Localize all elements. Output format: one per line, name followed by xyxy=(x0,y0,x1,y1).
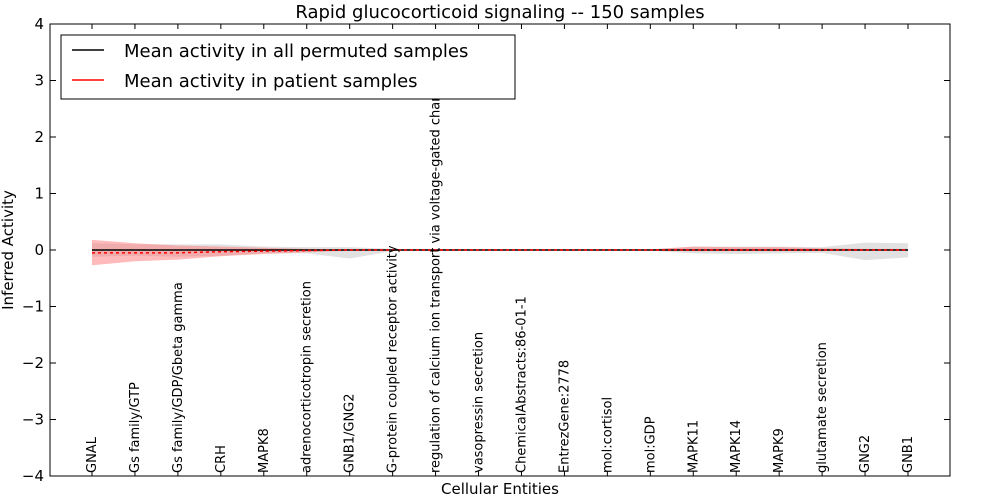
x-axis-category-labels: GNAL Gs family/GTP Gs family/GDP/Gbeta gam… xyxy=(85,24,916,476)
x-category-label: GNAL xyxy=(85,436,100,473)
x-category-label: EntrezGene:2778 xyxy=(557,360,572,473)
x-category-label: G-protein coupled receptor activity xyxy=(386,245,401,473)
x-category-label: MAPK8 xyxy=(257,428,272,473)
x-category-label: ChemicalAbstracts:86-01-1 xyxy=(514,296,529,473)
plot-frame xyxy=(49,23,951,477)
y-tick-label: 1 xyxy=(34,185,44,203)
legend-label-patient: Mean activity in patient samples xyxy=(124,71,418,92)
y-tick-label: −3 xyxy=(22,411,44,429)
x-category-label: regulation of calcium ion transport via … xyxy=(429,74,444,473)
y-tick-label: 3 xyxy=(34,72,44,90)
y-axis-ticks: −4 −3 −2 −1 0 1 2 3 4 xyxy=(22,15,950,485)
x-category-label: MAPK11 xyxy=(686,420,701,473)
legend-label-permuted: Mean activity in all permuted samples xyxy=(124,41,468,62)
x-category-label: GNB1/GNG2 xyxy=(343,393,358,473)
legend-box xyxy=(60,34,516,100)
legend: Mean activity in all permuted samples Me… xyxy=(60,34,516,100)
x-category-label: GNG2 xyxy=(858,435,873,473)
x-category-label: glutamate secretion xyxy=(815,342,830,473)
y-tick-label: 4 xyxy=(34,15,44,33)
y-tick-label: 2 xyxy=(34,128,44,146)
x-category-label: mol:GDP xyxy=(643,416,658,473)
x-category-label: MAPK9 xyxy=(772,428,787,473)
x-category-label: mol:cortisol xyxy=(600,397,615,473)
confidence-bands xyxy=(92,239,908,266)
x-category-label: MAPK14 xyxy=(729,420,744,473)
x-category-label: vasopressin secretion xyxy=(472,332,487,473)
y-tick-label: −4 xyxy=(22,467,44,485)
x-axis-label: Cellular Entities xyxy=(441,480,559,498)
x-category-label: adrenocorticotropin secretion xyxy=(300,281,315,473)
y-tick-label: −2 xyxy=(22,354,44,372)
x-category-label: GNB1 xyxy=(901,436,916,473)
x-category-label: Gs family/GDP/Gbeta gamma xyxy=(171,282,186,473)
line-patient xyxy=(92,249,908,254)
x-category-label: CRH xyxy=(214,445,229,473)
y-tick-label: 0 xyxy=(34,241,44,259)
band-patient xyxy=(92,239,908,266)
y-axis-label: Inferred Activity xyxy=(0,190,17,310)
y-tick-label: −1 xyxy=(22,298,44,316)
chart-title: Rapid glucocorticoid signaling -- 150 sa… xyxy=(295,2,704,23)
series-lines xyxy=(92,249,908,254)
x-category-label: Gs family/GTP xyxy=(128,382,143,473)
